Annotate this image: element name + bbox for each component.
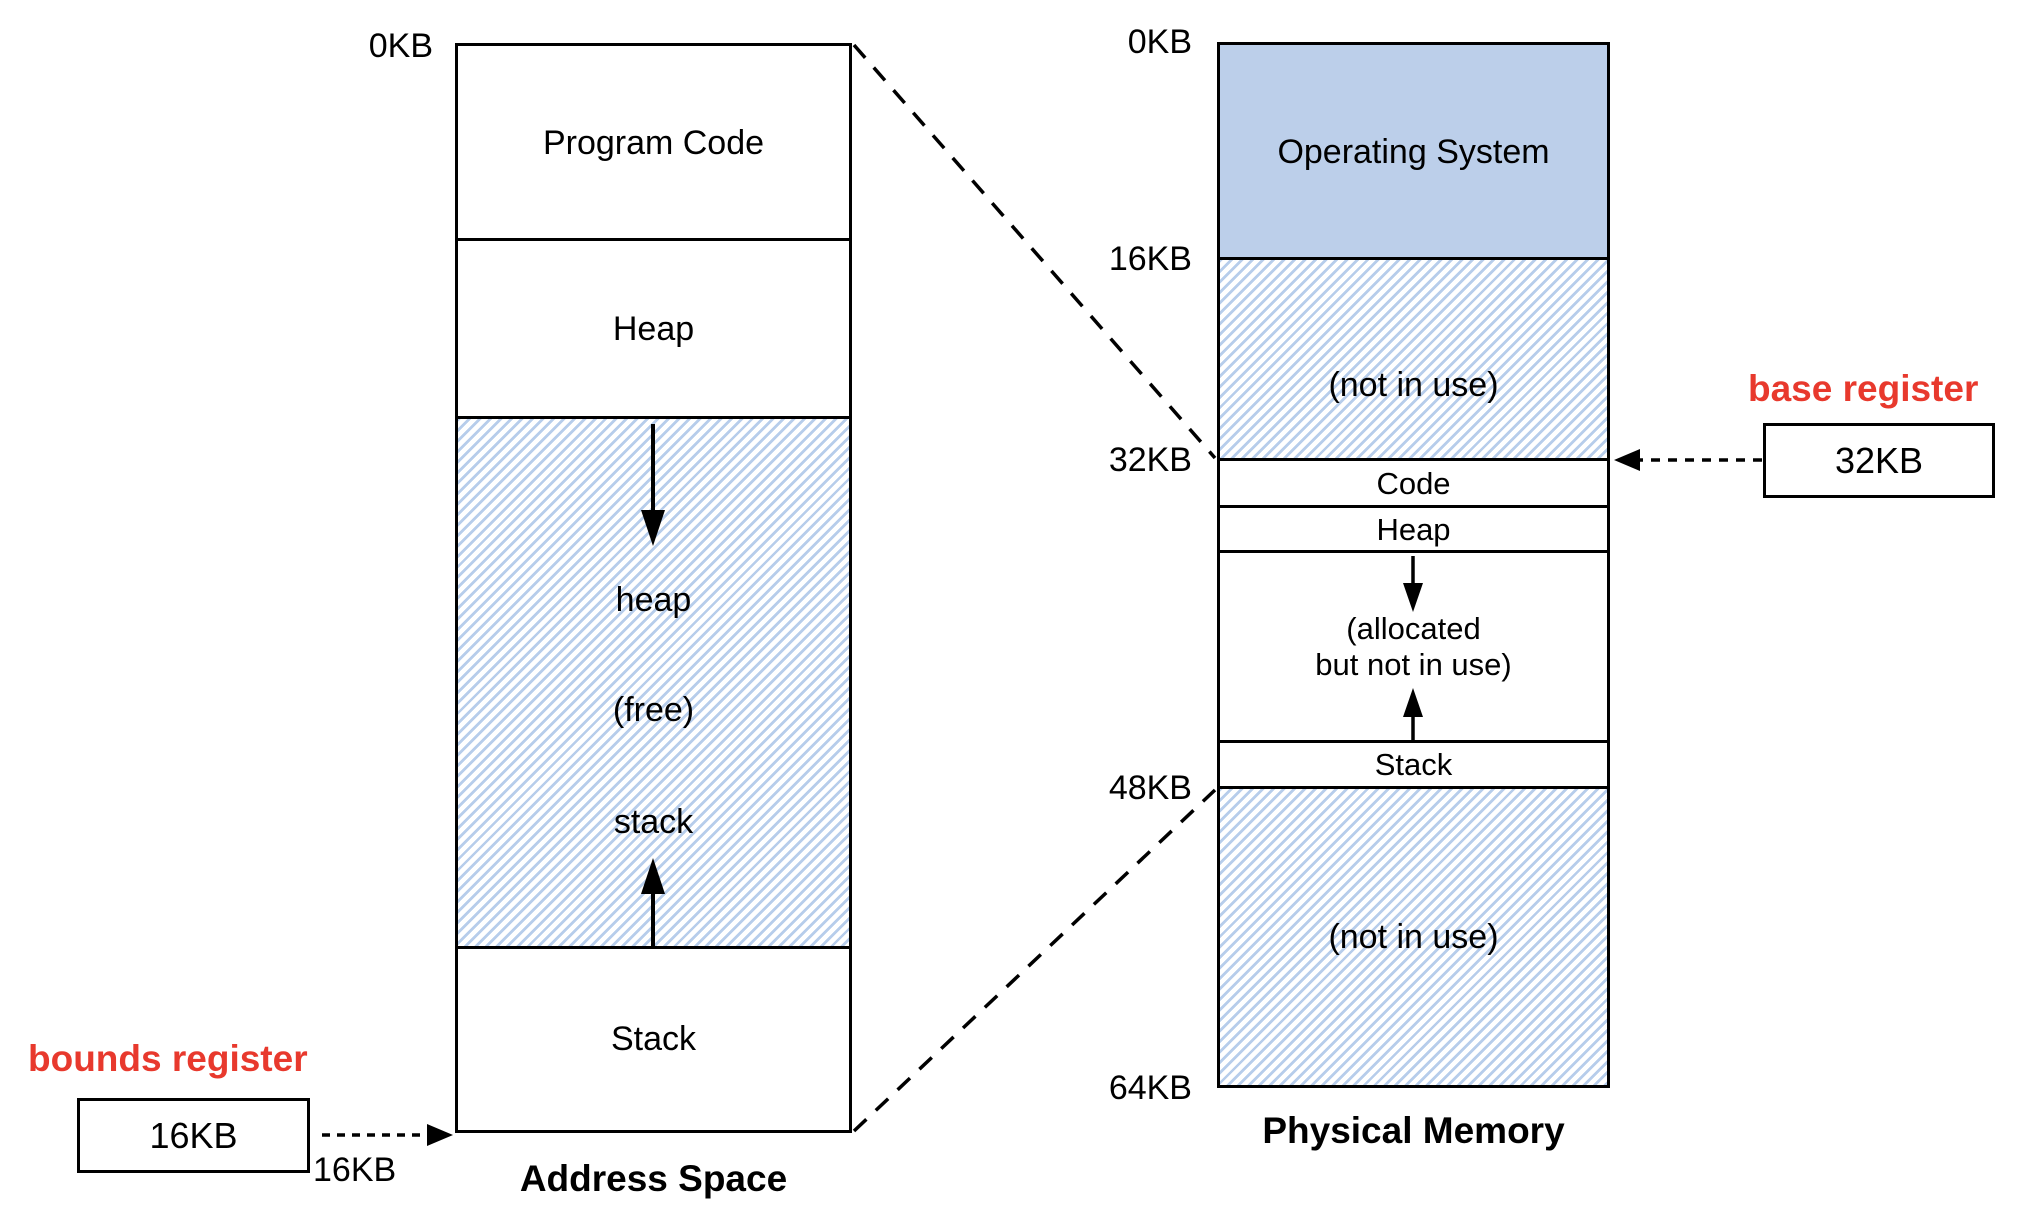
region-allocated: (allocated but not in use)	[1220, 552, 1607, 742]
bounds-register-box: 16KB	[77, 1098, 310, 1173]
program-code-label: Program Code	[542, 124, 765, 162]
region-heap-band: Heap	[1220, 507, 1607, 552]
not-in-use-top-label: (not in use)	[1328, 365, 1499, 404]
region-stack: Stack	[458, 948, 849, 1130]
region-not-in-use-bottom: (not in use)	[1220, 788, 1607, 1085]
divider	[1220, 740, 1607, 743]
region-not-in-use-top: (not in use)	[1220, 259, 1607, 460]
address-space-tick-0kb: 0KB	[368, 27, 433, 65]
not-in-use-bottom-label: (not in use)	[1328, 917, 1499, 956]
bounds-register-value: 16KB	[149, 1114, 238, 1156]
divider	[1220, 786, 1607, 789]
free-free-label: (free)	[612, 691, 695, 729]
free-heap-label: heap	[615, 581, 692, 619]
base-register-box: 32KB	[1763, 423, 1995, 498]
divider	[458, 946, 849, 949]
physical-memory-box: Operating System (not in use) Code Heap …	[1217, 42, 1610, 1088]
bounds-register-label: bounds register	[28, 1038, 308, 1079]
base-register-arrow-icon	[1614, 449, 1762, 471]
stack-label: Stack	[610, 1020, 697, 1058]
heap-band-label: Heap	[1376, 511, 1451, 547]
divider	[1220, 257, 1607, 260]
region-stack-band: Stack	[1220, 742, 1607, 788]
address-space-box: Program Code Heap heap (free) stack Stac…	[455, 43, 852, 1133]
region-program-code: Program Code	[458, 46, 849, 240]
allocated-label-line1: (allocated	[1346, 611, 1481, 646]
divider	[458, 416, 849, 419]
allocated-label-line2: but not in use)	[1315, 647, 1512, 682]
divider	[1220, 550, 1607, 553]
region-heap: Heap	[458, 240, 849, 418]
region-code-band: Code	[1220, 460, 1607, 507]
heap-label: Heap	[612, 310, 695, 348]
physical-tick-16kb: 16KB	[1108, 240, 1192, 278]
base-register-label: base register	[1748, 368, 1979, 409]
region-operating-system: Operating System	[1220, 45, 1607, 259]
stack-band-label: Stack	[1374, 747, 1453, 782]
code-band-label: Code	[1376, 465, 1451, 501]
physical-tick-32kb: 32KB	[1108, 441, 1192, 479]
region-free-space: heap (free) stack	[458, 418, 849, 948]
bounds-pointer-label: 16KB	[313, 1151, 397, 1189]
physical-tick-64kb: 64KB	[1108, 1069, 1192, 1107]
base-register-value: 32KB	[1834, 439, 1924, 481]
address-space-title: Address Space	[519, 1158, 788, 1199]
bounds-register-arrow-icon	[322, 1124, 453, 1146]
divider	[458, 238, 849, 241]
operating-system-label: Operating System	[1277, 133, 1550, 171]
divider	[1220, 458, 1607, 461]
physical-tick-48kb: 48KB	[1108, 769, 1192, 807]
physical-tick-0kb: 0KB	[1127, 23, 1192, 61]
free-stack-label: stack	[613, 803, 694, 841]
physical-memory-title: Physical Memory	[1262, 1110, 1565, 1151]
divider	[1220, 505, 1607, 508]
